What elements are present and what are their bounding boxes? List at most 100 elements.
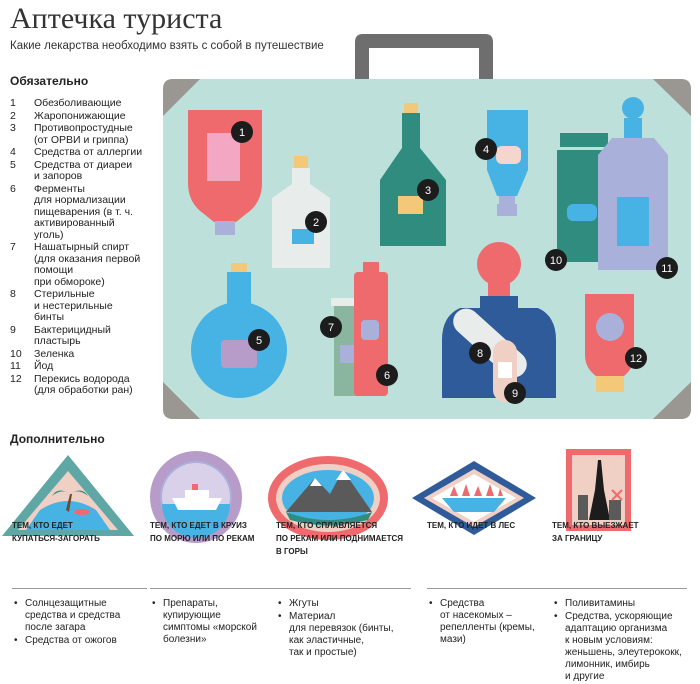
bottle-green-antiseptic xyxy=(557,133,611,262)
case-marker-circle xyxy=(475,138,497,160)
case-marker-label: 4 xyxy=(483,144,489,156)
suitcase-corner-tr xyxy=(653,79,691,116)
case-marker-label: 12 xyxy=(630,353,642,365)
suitcase-corner-br xyxy=(653,382,691,419)
category-list: Препараты, купирующие симптомы «морской … xyxy=(152,598,257,647)
case-marker-circle xyxy=(504,382,526,404)
badge-cruise xyxy=(150,451,242,543)
badge-forest xyxy=(412,461,536,535)
case-marker-circle xyxy=(248,329,270,351)
category-heading: ТЕМ, КТО ЕДЕТ В КРУИЗ ПО МОРЮ ИЛИ ПО РЕК… xyxy=(150,521,255,543)
category-heading: ТЕМ, КТО СПЛАВЛЯЕТСЯ ПО РЕКАМ ИЛИ ПОДНИМ… xyxy=(276,521,404,556)
suitcase-corner-bl xyxy=(163,382,200,419)
required-item-number: 10 xyxy=(10,347,22,360)
case-marker-2: 2 xyxy=(305,211,327,233)
category-heading: ТЕМ, КТО ИДЕТ В ЛЕС xyxy=(427,521,516,530)
suitcase-handle xyxy=(355,34,493,80)
case-marker-label: 2 xyxy=(313,217,319,229)
bottle-enzymes xyxy=(354,262,388,396)
case-marker-7: 7 xyxy=(320,316,342,338)
case-marker-label: 8 xyxy=(477,348,483,360)
required-item-number: 12 xyxy=(10,372,22,385)
additional-heading: Дополнительно xyxy=(10,432,105,446)
case-marker-circle xyxy=(376,364,398,386)
category-divider xyxy=(427,588,562,589)
case-marker-circle xyxy=(656,257,678,279)
bottle-iodine xyxy=(598,97,668,270)
required-list-item: 1 Обезболивающие xyxy=(10,97,160,110)
bottle-hydrogen-peroxide xyxy=(585,294,634,392)
required-item-number: 7 xyxy=(10,241,16,253)
case-marker-11: 11 xyxy=(656,257,678,279)
suitcase-corner-tl xyxy=(163,79,200,116)
required-item-text: Нашатырный спирт (для оказания первой по… xyxy=(34,241,141,288)
required-item-number: 11 xyxy=(10,360,21,372)
required-item-text: Ферменты для нормализации пищеварения (в… xyxy=(34,182,134,241)
case-marker-circle xyxy=(469,342,491,364)
case-marker-circle xyxy=(545,249,567,271)
badge-mountains xyxy=(268,456,388,540)
required-item-number: 3 xyxy=(10,122,16,134)
category-heading: ТЕМ, КТО ВЫЕЗЖАЕТ ЗА ГРАНИЦУ xyxy=(552,521,639,543)
required-item-text: Зеленка xyxy=(34,347,75,360)
required-list-item: 2 Жаропонижающие xyxy=(10,109,160,123)
badge-abroad xyxy=(566,449,631,531)
required-item-text: Обезболивающие xyxy=(34,97,122,109)
page-title: Аптечка туриста xyxy=(10,2,223,35)
required-item-number: 6 xyxy=(10,182,16,195)
case-marker-3: 3 xyxy=(417,179,439,201)
case-marker-label: 1 xyxy=(239,127,245,139)
required-item-text: Йод xyxy=(34,360,54,372)
case-marker-label: 9 xyxy=(512,388,518,400)
required-list-item: 7 Нашатырный спирт (для оказания первой п… xyxy=(10,241,160,288)
required-item-text: Средства от аллергии xyxy=(34,146,143,158)
required-item-text: Средства от диареи и запоров xyxy=(34,158,133,182)
required-item-text: Противопростудные (от ОРВИ и гриппа) xyxy=(34,122,133,146)
required-item-number: 2 xyxy=(10,109,16,122)
required-list: 1 Обезболивающие 2 Жаропонижающие 3 Противопр… xyxy=(10,97,160,398)
required-item-number: 4 xyxy=(10,146,16,158)
category-list-item: Средства, ускоряющие адаптацию организма… xyxy=(554,611,682,683)
flask-antidiarrheal xyxy=(191,263,287,398)
required-item-number: 5 xyxy=(10,158,16,171)
required-list-item: 11 Йод xyxy=(10,360,160,373)
required-item-number: 8 xyxy=(10,288,16,300)
category-list: ПоливитаминыСредства, ускоряющие адаптац… xyxy=(554,598,682,684)
badge-beach xyxy=(2,455,134,536)
case-marker-label: 5 xyxy=(256,335,262,347)
case-marker-1: 1 xyxy=(231,121,253,143)
case-marker-6: 6 xyxy=(376,364,398,386)
category-heading: ТЕМ, КТО ЕДЕТ КУПАТЬСЯ-ЗАГОРАТЬ xyxy=(12,521,100,543)
category-list-item: Средства от насекомых – репелленты (крем… xyxy=(429,598,535,646)
case-marker-5: 5 xyxy=(248,329,270,351)
bottle-antiallergic xyxy=(487,110,528,216)
category-list: ЖгутыМатериал для перевязок (бинты, как … xyxy=(278,598,393,660)
required-list-item: 12 Перекись водорода (для обработки ран) xyxy=(10,372,160,397)
required-item-text: Перекись водорода (для обработки ран) xyxy=(34,372,133,396)
case-marker-9: 9 xyxy=(504,382,526,404)
case-marker-label: 10 xyxy=(550,255,562,267)
required-list-item: 4 Средства от аллергии xyxy=(10,146,160,159)
case-marker-label: 7 xyxy=(328,322,334,334)
category-divider xyxy=(12,588,147,589)
category-list-item: Средства от ожогов xyxy=(14,635,120,647)
required-item-number: 1 xyxy=(10,97,16,109)
required-list-item: 8 Стерильные и нестерильные бинты xyxy=(10,288,160,324)
page-subtitle: Какие лекарства необходимо взять с собой… xyxy=(10,40,324,52)
bottle-cold-remedy xyxy=(380,103,446,246)
required-item-text: Жаропонижающие xyxy=(34,109,126,122)
required-item-text: Стерильные и нестерильные бинты xyxy=(34,288,113,323)
case-marker-8: 8 xyxy=(469,342,491,364)
bottle-antipyretic xyxy=(272,156,330,268)
case-marker-circle xyxy=(417,179,439,201)
required-list-item: 5 Средства от диареи и запоров xyxy=(10,158,160,183)
category-divider xyxy=(150,588,285,589)
required-heading: Обязательно xyxy=(10,74,89,88)
case-marker-circle xyxy=(305,211,327,233)
case-marker-10: 10 xyxy=(545,249,567,271)
category-list-item: Препараты, купирующие симптомы «морской … xyxy=(152,598,257,646)
category-list-item: Солнцезащитные средства и средства после… xyxy=(14,598,120,634)
case-marker-12: 12 xyxy=(625,347,647,369)
